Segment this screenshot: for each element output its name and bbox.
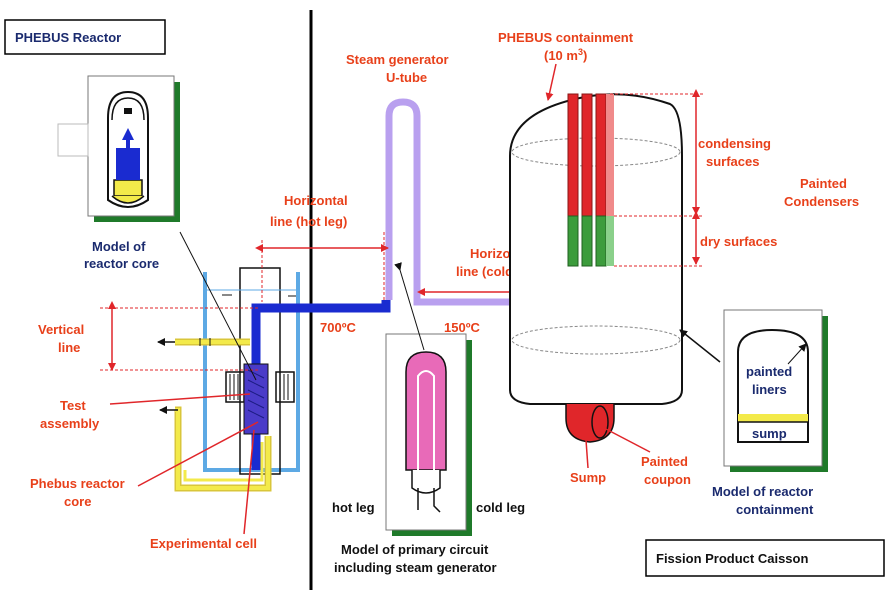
sump-label: Sump [570,470,606,485]
test-label-1: Test [60,398,86,413]
coupon-label-2: coupon [644,472,691,487]
dry-label: dry surfaces [700,234,777,249]
cont-model-label-1: Model of reactor [712,484,813,499]
model-core-label-1: Model of [92,239,146,254]
coupon-leader [603,427,651,453]
caisson-title-box: Fission Product Caisson [645,539,885,577]
temp-cold: 150ºC [444,320,480,335]
phebus-core-label-1: Phebus reactor [30,476,125,491]
experimental-cell-loops [157,338,272,492]
sump-leader [585,439,589,469]
coupon-label-1: Painted [641,454,688,469]
liners-label-2: liners [752,382,787,397]
hot-horiz-label-1: Horizontal [284,193,348,208]
steam-generator-utube [385,98,596,306]
exp-cell-label: Experimental cell [150,536,257,551]
primary-label-1: Model of primary circuit [341,542,489,557]
temp-hot: 700ºC [320,320,356,335]
phebus-core-leader [137,421,259,487]
hot-horiz-label-2: line (hot leg) [270,214,347,229]
containment-vessel [509,93,683,443]
painted-cond-label-2: Condensers [784,194,859,209]
containment-title-2: (10 m3) [544,47,587,63]
condensing-label-2: surfaces [706,154,759,169]
sg-label-1: Steam generator [346,52,449,67]
primary-model-leader [394,262,425,351]
containment-model-leader [679,329,721,363]
cold-leg-label: cold leg [476,500,525,515]
primary-circuit-model-card [385,333,472,536]
phebus-core-label-2: core [64,494,91,509]
containment-title-1: PHEBUS containment [498,30,634,45]
liners-label-1: painted [746,364,792,379]
sump-small-label: sump [752,426,787,441]
primary-label-2: including steam generator [334,560,497,575]
liners-leader [787,343,807,365]
painted-cond-label-1: Painted [800,176,847,191]
vertical-label-2: line [58,340,80,355]
caisson-title: Fission Product Caisson [656,551,808,566]
model-core-leader [179,231,257,381]
containment-title-leader [545,63,557,101]
vertical-label-1: Vertical [38,322,84,337]
hot-leg-label: hot leg [332,500,375,515]
cont-model-label-2: containment [736,502,814,517]
containment-model-card [723,309,828,472]
condensing-label-1: condensing [698,136,771,151]
test-label-2: assembly [40,416,100,431]
reactor-title: PHEBUS Reactor [15,30,121,45]
sg-label-2: U-tube [386,70,427,85]
test-leader [109,393,251,405]
reactor-title-box: PHEBUS Reactor [4,19,166,55]
reactor-core-model-card [57,75,180,222]
model-core-label-2: reactor core [84,256,159,271]
exp-cell-leader [243,429,255,535]
